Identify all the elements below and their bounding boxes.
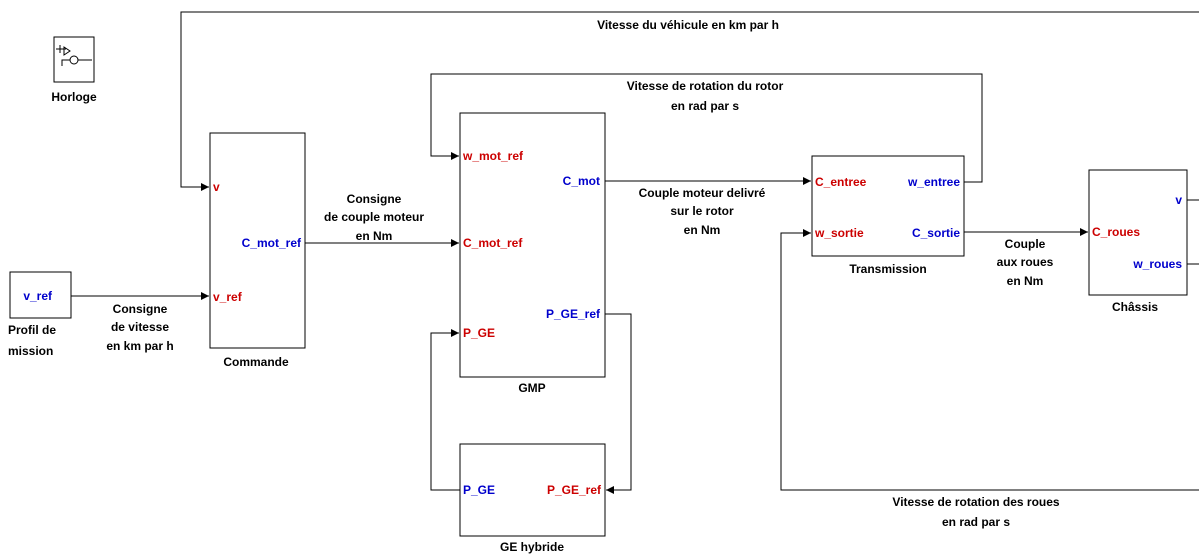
- wire-vitesse-rotor[interactable]: [430, 73, 983, 183]
- port-c-entree-in: C_entree: [815, 175, 867, 189]
- label-vitesse-roues-2: en rad par s: [942, 515, 1010, 529]
- port-p-ge-in: P_GE: [463, 326, 495, 340]
- label-vitesse-vehicule: Vitesse du véhicule en km par h: [597, 18, 779, 32]
- port-c-sortie-out: C_sortie: [912, 226, 960, 240]
- clock-icon: [56, 45, 92, 66]
- port-p-ge-ref-in: P_GE_ref: [547, 483, 602, 497]
- label-couple-roues-2: aux roues: [997, 255, 1054, 269]
- port-v-out: v: [1175, 193, 1182, 207]
- wire-p-ge[interactable]: [430, 329, 460, 491]
- label-consigne-vitesse-2: de vitesse: [111, 320, 169, 334]
- profil-label-line1: Profil de: [8, 323, 56, 337]
- profil-label-line2: mission: [8, 344, 53, 358]
- wire-p-ge-ref[interactable]: [605, 313, 632, 494]
- chassis-label: Châssis: [1112, 300, 1158, 314]
- port-c-mot-ref-in: C_mot_ref: [463, 236, 523, 250]
- block-transmission[interactable]: C_entree w_sortie w_entree C_sortie Tran…: [811, 155, 965, 276]
- block-gmp[interactable]: w_mot_ref C_mot_ref P_GE C_mot P_GE_ref …: [459, 112, 606, 395]
- port-p-ge-out: P_GE: [463, 483, 495, 497]
- port-w-mot-ref-in: w_mot_ref: [462, 149, 524, 163]
- label-vitesse-rotor-2: en rad par s: [671, 99, 739, 113]
- label-consigne-couple-3: en Nm: [356, 229, 393, 243]
- port-v-ref-out: v_ref: [23, 289, 53, 303]
- ge-hybride-label: GE hybride: [500, 540, 564, 554]
- label-vitesse-roues-1: Vitesse de rotation des roues: [892, 495, 1059, 509]
- label-consigne-vitesse-3: en km par h: [106, 339, 173, 353]
- label-vitesse-rotor-1: Vitesse de rotation du rotor: [627, 79, 784, 93]
- block-chassis[interactable]: C_roues v w_roues Châssis: [1088, 169, 1188, 314]
- block-ge-hybride[interactable]: P_GE P_GE_ref GE hybride: [459, 443, 606, 554]
- label-couple-roues-3: en Nm: [1007, 274, 1044, 288]
- port-c-mot-ref-out: C_mot_ref: [242, 236, 302, 250]
- port-p-ge-ref-out: P_GE_ref: [546, 307, 601, 321]
- label-consigne-couple-1: Consigne: [347, 192, 402, 206]
- port-v-ref-in: v_ref: [213, 290, 243, 304]
- horloge-label: Horloge: [51, 90, 97, 104]
- port-v-in: v: [213, 180, 220, 194]
- label-consigne-vitesse-1: Consigne: [113, 302, 168, 316]
- port-w-entree-out: w_entree: [907, 175, 960, 189]
- label-couple-moteur-1: Couple moteur delivré: [639, 186, 766, 200]
- block-commande[interactable]: v v_ref C_mot_ref Commande: [209, 132, 306, 369]
- commande-label: Commande: [223, 355, 289, 369]
- gmp-label: GMP: [518, 381, 545, 395]
- label-couple-moteur-3: en Nm: [684, 223, 721, 237]
- block-horloge[interactable]: Horloge: [51, 36, 97, 104]
- port-c-roues-in: C_roues: [1092, 225, 1140, 239]
- label-consigne-couple-2: de couple moteur: [324, 210, 424, 224]
- label-couple-roues-1: Couple: [1005, 237, 1046, 251]
- wire-vitesse-vehicule[interactable]: [180, 11, 1199, 201]
- wire-vitesse-roues[interactable]: [780, 233, 1199, 491]
- port-w-sortie-in: w_sortie: [814, 226, 864, 240]
- transmission-label: Transmission: [849, 262, 926, 276]
- port-c-mot-out: C_mot: [563, 174, 600, 188]
- block-profil-mission[interactable]: v_ref Profil de mission: [8, 271, 72, 358]
- label-couple-moteur-2: sur le rotor: [670, 204, 734, 218]
- port-w-roues-out: w_roues: [1132, 257, 1182, 271]
